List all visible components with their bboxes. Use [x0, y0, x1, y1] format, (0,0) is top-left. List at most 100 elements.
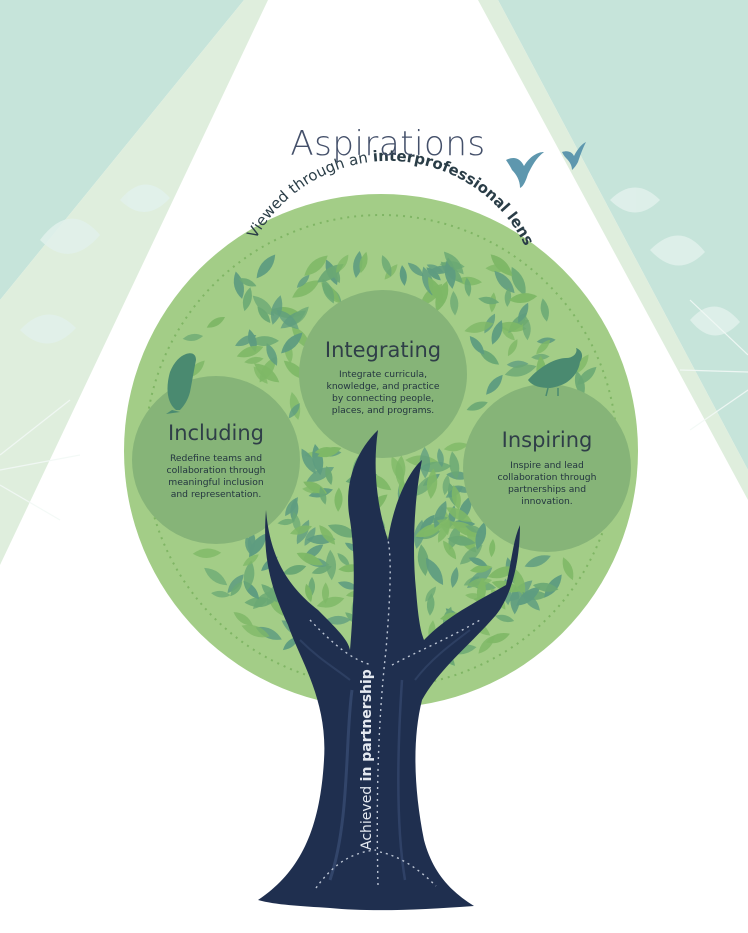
canopy-leaf: [494, 270, 515, 294]
canopy-leaf: [469, 335, 485, 355]
canopy-leaf: [510, 586, 520, 615]
including-bubble: [132, 376, 300, 544]
canopy-leaf: [327, 524, 358, 538]
canopy-leaf: [288, 403, 300, 419]
canopy-leaf: [464, 321, 494, 333]
canopy-leaf: [241, 624, 270, 638]
integrating-bubble: [299, 290, 467, 458]
canopy-leaf: [233, 612, 253, 626]
canopy-leaf: [407, 262, 424, 277]
canopy-leaf: [359, 251, 368, 274]
canopy-leaf: [337, 552, 350, 567]
canopy-leaf: [486, 374, 503, 395]
trunk-label-emphasis: in partnership: [359, 669, 375, 781]
canopy-leaf: [204, 567, 228, 586]
trunk-label: Achieved in partnership: [359, 669, 375, 850]
canopy-leaf: [266, 343, 278, 366]
canopy-leaf: [317, 447, 342, 458]
canopy-leaf: [449, 451, 460, 480]
canopy-leaf: [504, 364, 537, 377]
canopy-leaf: [381, 255, 392, 277]
beam-decorations: [20, 184, 740, 344]
canopy-leaf: [336, 254, 349, 273]
bird-icon: [506, 152, 544, 188]
canopy-leaf: [428, 276, 444, 304]
canopy-leaf: [324, 615, 351, 625]
canopy-leaf: [281, 332, 303, 354]
integrating-description: Integrate curricula, knowledge, and prac…: [326, 369, 440, 416]
canopy-leaf: [436, 519, 460, 529]
inspiring-bubble: [463, 384, 631, 552]
canopy-leaf: [428, 265, 454, 275]
canopy-leaf: [304, 527, 316, 546]
canopy-leaf: [540, 298, 549, 322]
canopy-leaf: [574, 354, 589, 375]
inspiring-title: Inspiring: [501, 428, 593, 452]
canopy-leaf: [252, 295, 275, 316]
canopy-leaf: [292, 280, 320, 298]
canopy-leaf: [447, 535, 476, 546]
canopy-leaf: [518, 302, 529, 323]
perched-bird-icon: [166, 353, 196, 414]
canopy-leaf: [468, 557, 488, 566]
canopy-leaf: [485, 264, 510, 273]
canopy-leaf: [270, 295, 283, 325]
canopy-leaf: [466, 578, 493, 588]
canopy-leaf: [254, 363, 280, 383]
integrating-title: Integrating: [324, 338, 442, 362]
canopy-leaf: [497, 321, 527, 332]
canopy-leaf: [296, 552, 323, 566]
canopy-leaf: [491, 320, 503, 345]
canopy-leaf: [451, 484, 461, 510]
canopy-leaf: [495, 614, 515, 623]
canopy-leaf: [437, 448, 444, 468]
canopy-leaf: [536, 339, 551, 355]
canopy-leaf: [504, 287, 512, 307]
page-title: Aspirations: [290, 124, 486, 164]
canopy-leaf: [230, 581, 243, 597]
canopy-leaf: [511, 566, 526, 596]
including-title: Including: [168, 421, 264, 445]
canopy-leaf: [425, 557, 444, 586]
canopy-leaf: [337, 581, 359, 590]
canopy-leaf: [419, 514, 435, 533]
canopy-leaf: [256, 254, 276, 279]
canopy-leaf: [325, 466, 333, 485]
canopy-leaf: [532, 582, 559, 592]
canopy-leaf: [419, 446, 431, 479]
canopy-leaf: [466, 401, 488, 411]
canopy-leaf: [242, 554, 259, 567]
canopy-leaf: [446, 507, 472, 522]
canopy-leaf: [434, 500, 447, 528]
canopy-leaf: [242, 287, 252, 312]
canopy-leaf: [427, 468, 438, 499]
canopy-leaf: [459, 544, 483, 565]
canopy-leaf: [238, 278, 257, 287]
canopy-leaf: [522, 316, 531, 341]
canopy-leaf: [478, 296, 500, 305]
canopy-leaf: [276, 309, 299, 330]
canopy-leaf: [227, 574, 244, 594]
canopy-leaf: [290, 525, 312, 535]
canopy-leaf: [319, 525, 336, 545]
canopy-leaf: [489, 539, 496, 558]
canopy-leaf: [395, 455, 406, 486]
canopy-leaf: [465, 593, 484, 600]
canopy-leaf: [536, 337, 556, 344]
canopy-leaf: [443, 442, 469, 452]
beam-rays: [0, 299, 748, 521]
canopy-leaf: [302, 486, 325, 494]
canopy-leaf: [450, 566, 459, 588]
canopy-leaf: [464, 277, 472, 297]
canopy-leaf: [522, 591, 540, 611]
canopy-leaf: [277, 518, 296, 526]
canopy-leaf: [236, 345, 264, 358]
canopy-leaf: [524, 555, 551, 568]
canopy-leaf: [443, 540, 457, 560]
canopy-leaf: [399, 265, 407, 286]
canopy-leaf: [511, 266, 526, 296]
canopy-leaf: [206, 316, 226, 328]
inspiring-description: Inspire and lead collaboration through p…: [497, 460, 597, 507]
canopy-leaf: [325, 549, 337, 581]
